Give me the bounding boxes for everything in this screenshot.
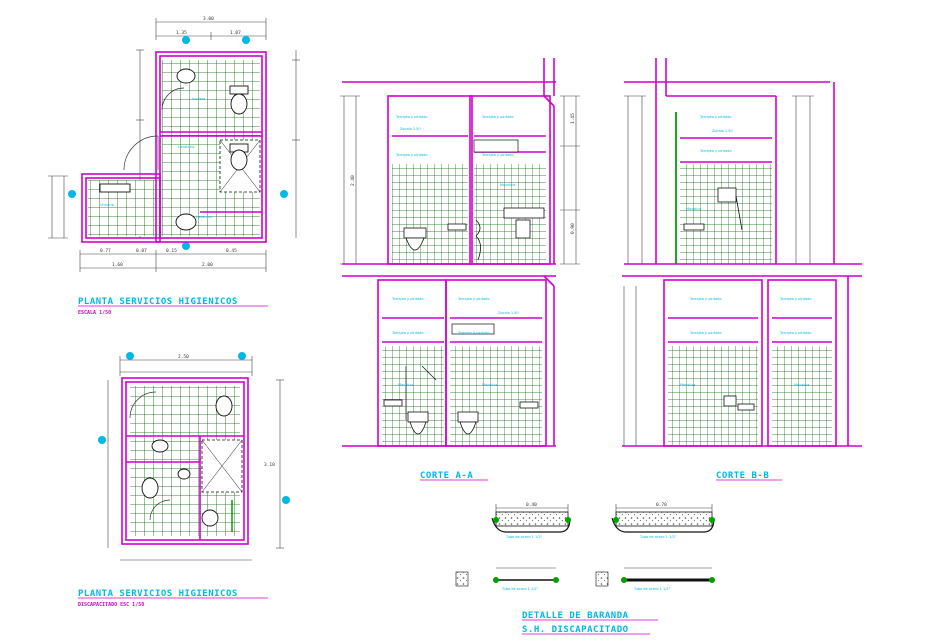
label-tubo-1: Tubo de acero 1 1/2" [505, 535, 543, 539]
label-mayolica-b2: Mayolica [680, 383, 695, 387]
label-mayolica-a1: Mayolica [500, 183, 515, 187]
dim-sec-h2: 0.90 [570, 223, 576, 234]
label-tarrajeo-b6: Tarrajeo y pintado [779, 331, 812, 335]
dim-bottom-w2: 2.00 [202, 262, 213, 268]
section-a-a: Tarrajeo y pintado Zocalo 1.50 Tarrajeo … [340, 58, 580, 447]
title-section-b: CORTE B-B [716, 471, 769, 481]
svg-text:Lavatorio: Lavatorio [196, 215, 212, 219]
title-plan-top-scale: ESCALA 1/50 [78, 310, 111, 316]
label-tarrajeo-a2: Tarrajeo y pintado [395, 153, 428, 157]
label-tubo-2: Tubo de acero 1 1/2" [639, 535, 677, 539]
title-plan-bottom-scale: DISCAPACITADO ESC 1/50 [78, 602, 144, 608]
dim-sec-height: 2.40 [350, 175, 356, 186]
title-detail-1: DETALLE DE BARANDA [522, 611, 629, 621]
label-mayolica-b3: Mayolica [794, 383, 809, 387]
dim-top-w2: 1.07 [230, 30, 241, 36]
dim-plan2-side: 3.10 [264, 462, 275, 468]
label-tarrajeo-a5: Tarrajeo y pintado [391, 297, 424, 301]
dim-top-w1: 1.35 [176, 30, 187, 36]
detail-handrail: Tubo de acero 1 1/2" Tubo de acero 1 1/2… [455, 502, 715, 591]
label-tarrajeo-b1: Tarrajeo y pintado [699, 115, 732, 119]
label-zocalo-a1: Zocalo 1.50 [400, 127, 421, 131]
dim-bottom-p4: 0.45 [226, 248, 237, 254]
title-section-a: CORTE A-A [420, 471, 473, 481]
svg-text:Urinario: Urinario [100, 203, 114, 207]
label-tubo-3: Tubo de acero 1 1/2" [501, 587, 539, 591]
dim-bottom-p1: 0.77 [100, 248, 111, 254]
dim-plan2-top: 2.50 [178, 354, 189, 360]
label-tarrajeo-a1: Tarrajeo y pintado [395, 115, 428, 119]
label-zocalo-b1: Zocalo 1.50 [712, 129, 733, 133]
label-tarrajeo-a6: Tarrajeo y pintado [391, 331, 424, 335]
label-tarrajeo-a8: Tarrajeo y pintado [457, 331, 490, 335]
label-zocalo-a2: Zocalo 1.50 [498, 311, 519, 315]
dim-bottom-p3: 0.15 [166, 248, 177, 254]
label-mayolica-b1: Mayolica [686, 207, 701, 211]
dim-bottom-p2: 0.87 [136, 248, 147, 254]
title-plan-bottom: PLANTA SERVICIOS HIGIENICOS [78, 589, 238, 599]
label-tarrajeo-a4: Tarrajeo y pintado [481, 153, 514, 157]
dim-sec-h1: 1.45 [570, 113, 576, 124]
label-mayolica-a2: Mayolica [398, 383, 413, 387]
dim-det-w2: 0.70 [656, 502, 667, 508]
svg-text:Lavatorio: Lavatorio [178, 145, 194, 149]
section-b-b: Tarrajeo y pintado Zocalo 1.50 Tarrajeo … [622, 58, 862, 447]
label-tarrajeo-b4: Tarrajeo y pintado [689, 331, 722, 335]
svg-text:Inodoro: Inodoro [192, 97, 205, 101]
label-mayolica-a3: Mayolica [482, 383, 497, 387]
dim-bottom-w1: 1.60 [112, 262, 123, 268]
label-tarrajeo-b3: Tarrajeo y pintado [689, 297, 722, 301]
label-tarrajeo-a3: Tarrajeo y pintado [481, 115, 514, 119]
title-detail-2: S.H. DISCAPACITADO [522, 625, 629, 635]
dim-det-w1: 0.40 [526, 502, 537, 508]
label-tubo-4: Tubo de acero 1 1/2" [633, 587, 671, 591]
plan-top: Inodoro Lavatorio Lavatorio Urinario 3.0… [48, 16, 300, 272]
dim-top-overall: 3.00 [203, 16, 214, 22]
label-tarrajeo-a7: Tarrajeo y pintado [457, 297, 490, 301]
plan-bottom: 2.50 3.10 [98, 352, 290, 561]
label-tarrajeo-b2: Tarrajeo y pintado [699, 149, 732, 153]
label-tarrajeo-b5: Tarrajeo y pintado [779, 297, 812, 301]
title-plan-top: PLANTA SERVICIOS HIGIENICOS [78, 297, 238, 307]
